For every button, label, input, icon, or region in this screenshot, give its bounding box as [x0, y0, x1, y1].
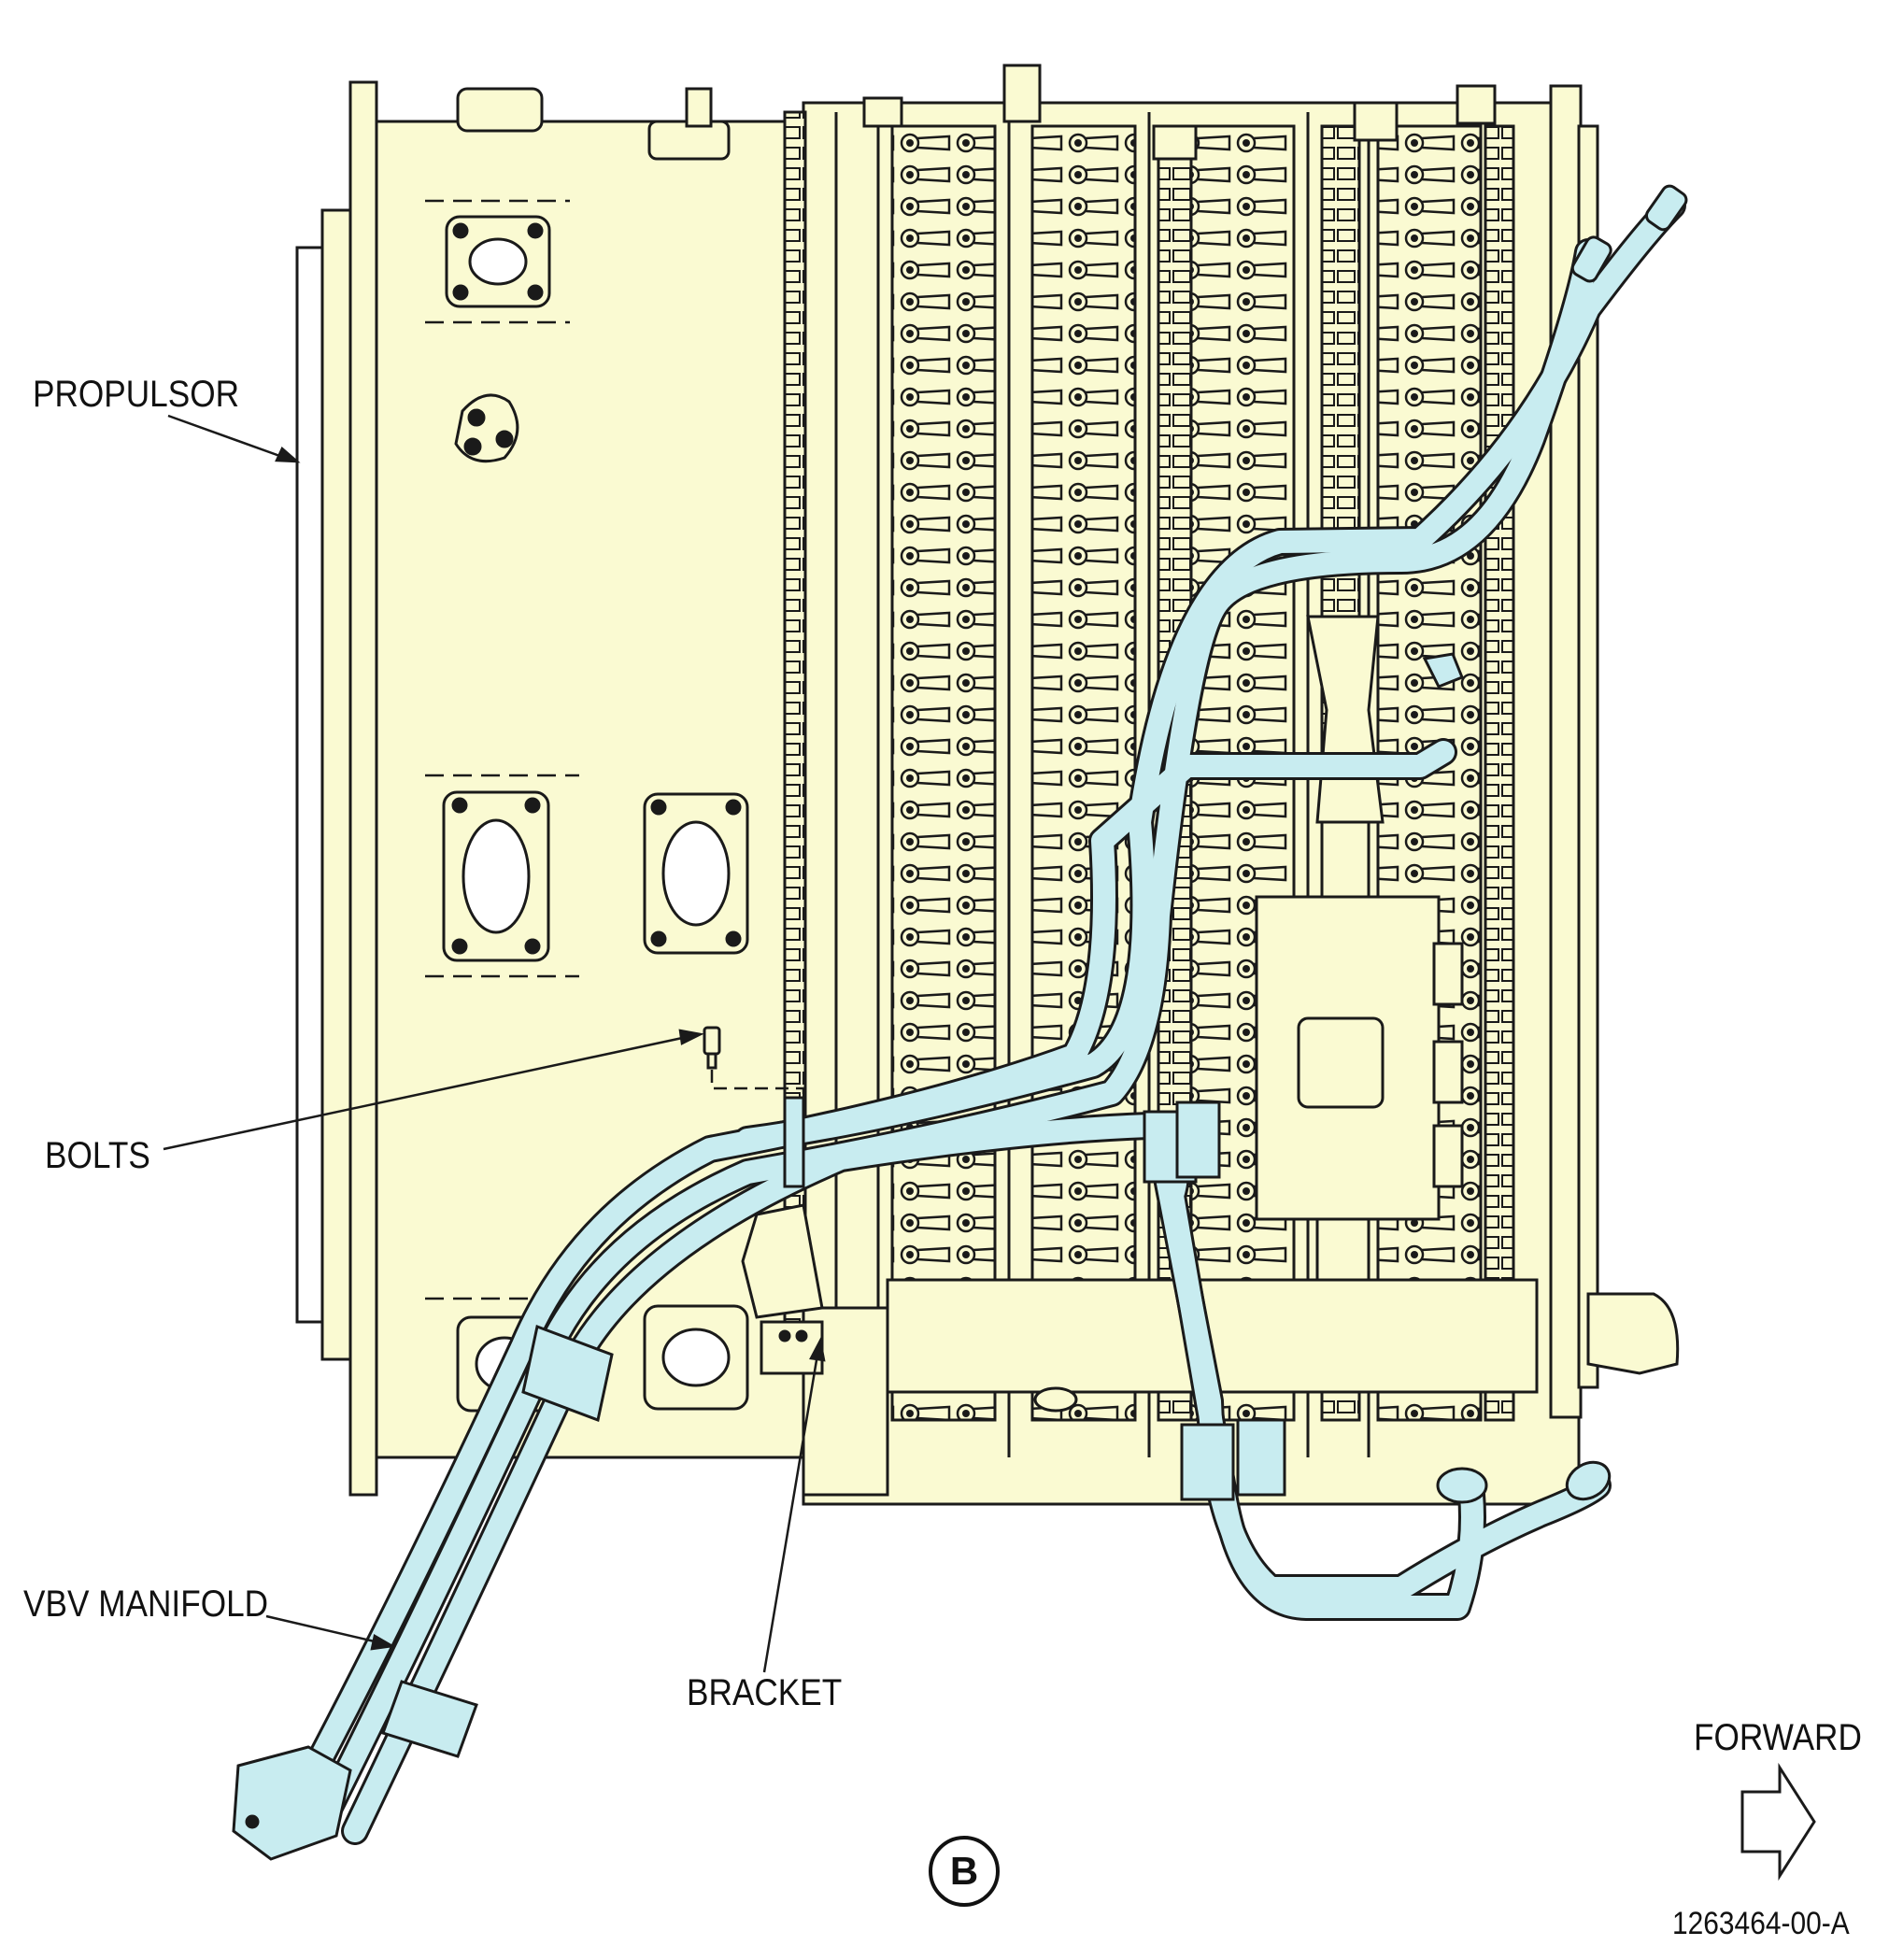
bolt	[703, 1026, 721, 1070]
actuator-assembly	[802, 615, 1539, 1497]
bracket	[741, 1096, 824, 1375]
bracket-label: BRACKET	[687, 1672, 843, 1713]
vbv-manifold-label: VBV MANIFOLD	[23, 1584, 269, 1625]
view-letter-callout: B	[929, 1836, 1000, 1907]
bolt-centerline	[710, 1070, 805, 1102]
leader-lines	[163, 414, 826, 1673]
propulsor-label: PROPULSOR	[33, 374, 240, 415]
forward-arrow	[1740, 1762, 1816, 1882]
bolts-label: BOLTS	[45, 1135, 150, 1176]
figure-number: 1263464-00-A	[1672, 1906, 1850, 1941]
forward-label: FORWARD	[1694, 1717, 1862, 1758]
manifold-fittings	[232, 184, 1688, 1861]
